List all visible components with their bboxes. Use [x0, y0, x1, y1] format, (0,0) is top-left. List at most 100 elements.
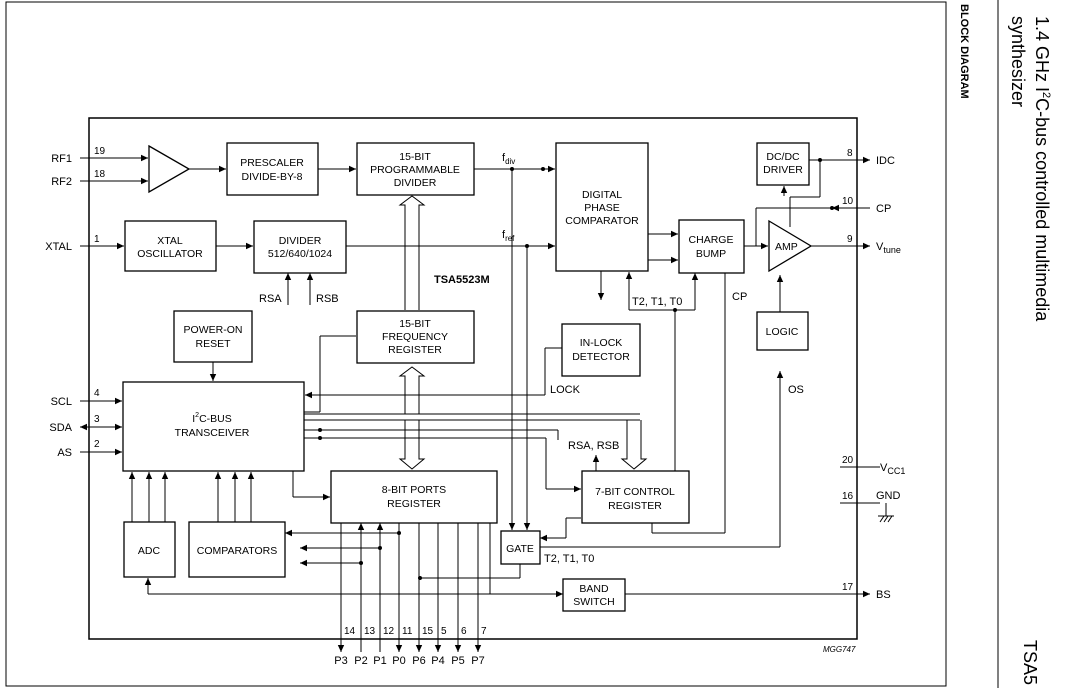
pin-p6-num: 15	[422, 626, 434, 637]
i2c-transceiver-block: I2C-BUS TRANSCEIVER	[122, 381, 305, 472]
svg-text:REGISTER: REGISTER	[387, 498, 441, 510]
svg-text:REGISTER: REGISTER	[608, 500, 662, 512]
rsa-rsb-label: RSA, RSB	[568, 440, 619, 452]
svg-text:COMPARATORS: COMPARATORS	[197, 545, 278, 557]
pin-cp-num: 10	[842, 196, 854, 207]
pin-vcc-name: VCC1	[880, 462, 905, 476]
svg-text:DIVIDER: DIVIDER	[394, 177, 437, 189]
svg-text:GATE: GATE	[506, 543, 534, 555]
pin-p4-num: 5	[441, 626, 447, 637]
pin-p2-name: P2	[354, 655, 367, 667]
svg-text:7-BIT CONTROL: 7-BIT CONTROL	[595, 486, 675, 498]
fref-label: fref	[502, 229, 515, 243]
frequency-register-block: 15-BIT FREQUENCY REGISTER	[356, 310, 475, 364]
pin-p4-name: P4	[431, 655, 444, 667]
pin-scl-name: SCL	[51, 396, 72, 408]
svg-text:PRESCALER: PRESCALER	[240, 157, 304, 169]
pin-rf2-num: 18	[94, 169, 106, 180]
section-title: BLOCK DIAGRAM	[958, 4, 970, 99]
svg-text:15-BIT: 15-BIT	[399, 151, 431, 163]
amp-block: AMP	[768, 219, 813, 273]
svg-text:POWER-ON: POWER-ON	[184, 324, 243, 336]
svg-text:I2C-BUS: I2C-BUS	[192, 412, 232, 425]
pin-rf1-name: RF1	[51, 153, 72, 165]
pin-gnd-name: GND	[876, 490, 901, 502]
os-label: OS	[788, 384, 804, 396]
svg-text:REGISTER: REGISTER	[388, 344, 442, 356]
title-line2: synthesizer	[1008, 16, 1028, 107]
rf-preamp	[148, 144, 191, 194]
rsb-label: RSB	[316, 293, 339, 305]
pin-gnd-num: 16	[842, 491, 854, 502]
pin-vtune-name: Vtune	[876, 241, 901, 255]
svg-text:8-BIT PORTS: 8-BIT PORTS	[382, 484, 446, 496]
ground-icon	[879, 515, 893, 523]
pin-sda-num: 3	[94, 414, 100, 425]
pin-p5-name: P5	[451, 655, 464, 667]
svg-text:PROGRAMMABLE: PROGRAMMABLE	[370, 164, 460, 176]
svg-text:SWITCH: SWITCH	[573, 596, 614, 608]
svg-text:DIGITAL: DIGITAL	[582, 189, 622, 201]
svg-text:DC/DC: DC/DC	[766, 151, 800, 163]
svg-text:ADC: ADC	[138, 545, 161, 557]
pin-p1-num: 12	[383, 626, 395, 637]
pin-idc-num: 8	[847, 148, 853, 159]
pin-p0-name: P0	[392, 655, 405, 667]
dcdc-driver-block: DC/DC DRIVER	[756, 142, 810, 186]
svg-text:BUMP: BUMP	[696, 248, 726, 260]
pin-rf2-name: RF2	[51, 176, 72, 188]
svg-text:512/640/1024: 512/640/1024	[268, 248, 332, 260]
svg-text:DIVIDER: DIVIDER	[279, 235, 322, 247]
svg-text:DRIVER: DRIVER	[763, 164, 803, 176]
fdiv-label: fdiv	[502, 152, 515, 166]
in-lock-detector-block: IN-LOCK DETECTOR	[561, 323, 641, 377]
phase-comparator-block: DIGITAL PHASE COMPARATOR	[555, 142, 649, 272]
page-frame	[5, 1, 947, 687]
rsa-label: RSA	[259, 293, 282, 305]
pin-p1-name: P1	[373, 655, 386, 667]
gate-block: GATE	[500, 530, 541, 565]
comparators-block: COMPARATORS	[188, 521, 286, 578]
doc-code: TSA5	[1020, 640, 1040, 685]
xtal-oscillator-block: XTAL OSCILLATOR	[124, 220, 217, 272]
svg-text:LOGIC: LOGIC	[766, 326, 799, 338]
svg-text:15-BIT: 15-BIT	[399, 318, 431, 330]
bottom-pins: 14 P3 13 P2 12 P1 11 P0 15 P6 5 P4 6 P5 …	[334, 626, 487, 667]
pin-xtal-num: 1	[94, 234, 100, 245]
pin-p2-num: 13	[364, 626, 376, 637]
svg-text:DIVIDE-BY-8: DIVIDE-BY-8	[242, 171, 303, 183]
pin-p6-name: P6	[412, 655, 425, 667]
svg-text:AMP: AMP	[775, 241, 798, 253]
pin-vcc-num: 20	[842, 455, 854, 466]
adc-block: ADC	[123, 521, 176, 578]
prescaler-block: PRESCALER DIVIDE-BY-8	[226, 142, 319, 196]
pin-rf1-num: 19	[94, 146, 106, 157]
power-on-reset-block: POWER-ON RESET	[173, 310, 253, 363]
svg-text:PHASE: PHASE	[584, 202, 620, 214]
svg-text:BAND: BAND	[579, 583, 609, 595]
data-buses	[398, 195, 648, 470]
pin-p3-name: P3	[334, 655, 347, 667]
svg-text:RESET: RESET	[195, 338, 231, 350]
pin-p0-num: 11	[402, 626, 413, 637]
pin-bs-num: 17	[842, 582, 854, 593]
lock-label: LOCK	[550, 384, 581, 396]
signal-labels: fdiv fref RSA RSB T2, T1, T0 CP LOCK OS …	[259, 152, 804, 565]
chip-name: TSA5523M	[434, 274, 490, 286]
pin-idc-name: IDC	[876, 155, 895, 167]
title-line1: 1.4 GHz I2C-bus controlled multimedia	[1032, 16, 1052, 322]
svg-text:IN-LOCK: IN-LOCK	[580, 337, 623, 349]
logic-block: LOGIC	[756, 311, 809, 351]
charge-bump-block: CHARGE BUMP	[678, 219, 745, 274]
pin-vtune-num: 9	[847, 234, 853, 245]
reference-divider-block: DIVIDER 512/640/1024	[253, 220, 347, 274]
chip-outline	[88, 117, 858, 640]
control-register-block: 7-BIT CONTROL REGISTER	[581, 470, 690, 524]
svg-text:CHARGE: CHARGE	[689, 234, 734, 246]
pin-cp-name: CP	[876, 203, 891, 215]
svg-text:OSCILLATOR: OSCILLATOR	[137, 248, 203, 260]
right-pins: 8 IDC 10 CP 9 Vtune 20 VCC1 16 GND 17 BS	[842, 148, 905, 601]
svg-text:TRANSCEIVER: TRANSCEIVER	[175, 427, 250, 439]
